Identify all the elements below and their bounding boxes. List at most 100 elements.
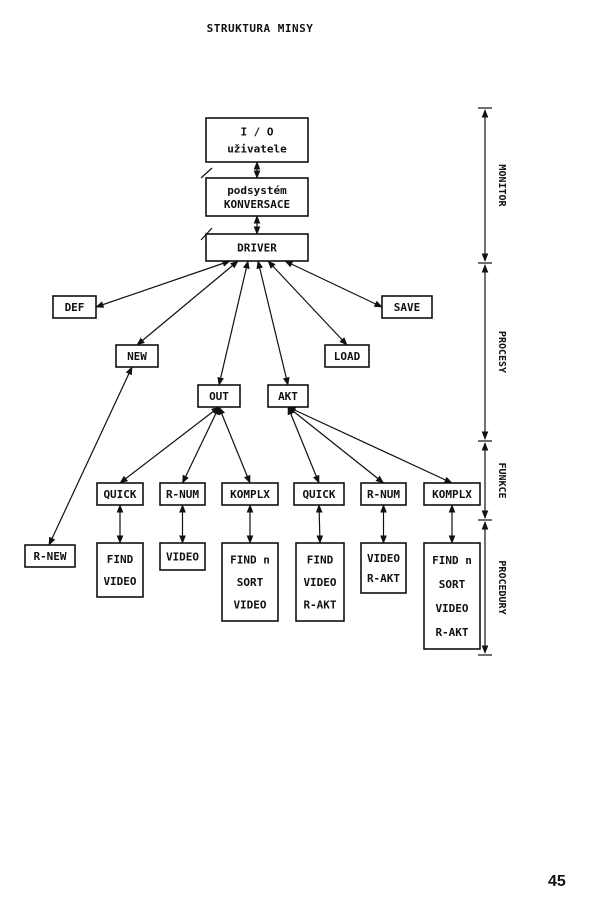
node-p-komplx1: FIND n SORT VIDEO [221,542,279,622]
node-box [360,542,407,594]
edge-rnew-new [48,366,133,546]
node-io: I / O uživatele [205,117,309,163]
node-box [197,384,241,408]
edge-driver-out [217,260,250,386]
page-title: STRUKTURA MINSY [206,22,314,35]
level-label-procedury: PROCEDURY [496,560,507,614]
node-label: podsystém [227,184,287,197]
edge-akt-komplx [287,406,453,484]
node-label: AKT [278,390,298,403]
page-number: 45 [548,873,566,890]
level-label-procesy: PROCESY [496,331,507,373]
node-box [96,542,144,598]
node-box [115,344,159,368]
edge-quick2-p-quick2 [315,504,324,544]
node-out: OUT [197,384,241,408]
node-box [96,482,144,506]
node-label: I / O [240,126,273,139]
node-label: QUICK [103,488,136,501]
node-label: FIND [307,553,334,566]
node-box [24,544,76,568]
node-label: FIND n [230,553,270,566]
node-label: R-AKT [435,626,468,639]
node-label: KOMPLX [230,488,270,501]
node-box [205,233,309,262]
node-rnum2: R-NUM [360,482,407,506]
node-box [205,117,309,163]
node-quick2: QUICK [293,482,345,506]
node-p-rnum1: VIDEO [159,542,206,571]
node-label: NEW [127,350,147,363]
node-label: VIDEO [435,602,468,615]
edge-out-komplx [218,406,251,484]
node-label: R-AKT [303,599,336,612]
node-akt: AKT [267,384,309,408]
node-box [295,542,345,622]
edge-akt-quick [287,406,320,484]
level-scale: MONITOR PROCESY FUNKCE PROCEDURY [478,107,507,656]
node-label: R-AKT [367,572,400,585]
node-box [423,542,481,650]
node-box [423,482,481,506]
node-p-komplx2: FIND n SORT VIDEO R-AKT [423,542,481,650]
node-box [293,482,345,506]
node-box [52,295,97,319]
node-label: VIDEO [166,551,199,564]
node-label: DRIVER [237,242,277,255]
node-rnew: R-NEW [24,544,76,568]
node-p-quick1: FIND VIDEO [96,542,144,598]
node-box [205,177,309,217]
connector-layer [48,161,459,622]
node-label: R-NUM [367,488,400,501]
node-label: R-NUM [166,488,199,501]
node-p-quick2: FIND VIDEO R-AKT [295,542,345,622]
node-load: LOAD [324,344,370,368]
node-label: VIDEO [103,575,136,588]
node-label: SORT [439,578,466,591]
level-label-funkce: FUNKCE [496,462,507,498]
node-label: LOAD [334,350,361,363]
edge-driver-akt [256,260,290,386]
node-rnum1: R-NUM [159,482,206,506]
edge-driver-new [136,260,239,346]
node-box [324,344,370,368]
edge-out-quick [119,406,220,484]
node-def: DEF [52,295,97,319]
node-label: KOMPLX [432,488,472,501]
node-label: uživatele [227,143,287,156]
node-label: QUICK [302,488,335,501]
node-p-rnum2: VIDEO R-AKT [360,542,407,594]
node-quick1: QUICK [96,482,144,506]
node-box [381,295,433,319]
node-label: FIND n [432,554,472,567]
level-label-monitor: MONITOR [496,164,507,207]
edge-driver-save [284,260,383,308]
node-label: SORT [237,576,264,589]
node-label: VIDEO [303,576,336,589]
edge-out-rnum [181,406,220,484]
node-new: NEW [115,344,159,368]
node-label: VIDEO [367,552,400,565]
node-label: FIND [107,553,134,566]
node-save: SAVE [381,295,433,319]
node-label: R-NEW [33,550,66,563]
node-label: KONVERSACE [224,198,290,211]
node-komplx2: KOMPLX [423,482,481,506]
node-label: VIDEO [233,599,266,612]
node-label: DEF [65,301,85,314]
node-driver: DRIVER [205,233,309,262]
slash-mark [200,167,213,179]
node-box [267,384,309,408]
edge-driver-load [267,260,348,346]
node-box [221,542,279,622]
node-box [221,482,279,506]
node-box [159,482,206,506]
node-komplx1: KOMPLX [221,482,279,506]
node-label: OUT [209,390,229,403]
node-box [360,482,407,506]
node-label: SAVE [394,301,421,314]
node-box [159,542,206,571]
